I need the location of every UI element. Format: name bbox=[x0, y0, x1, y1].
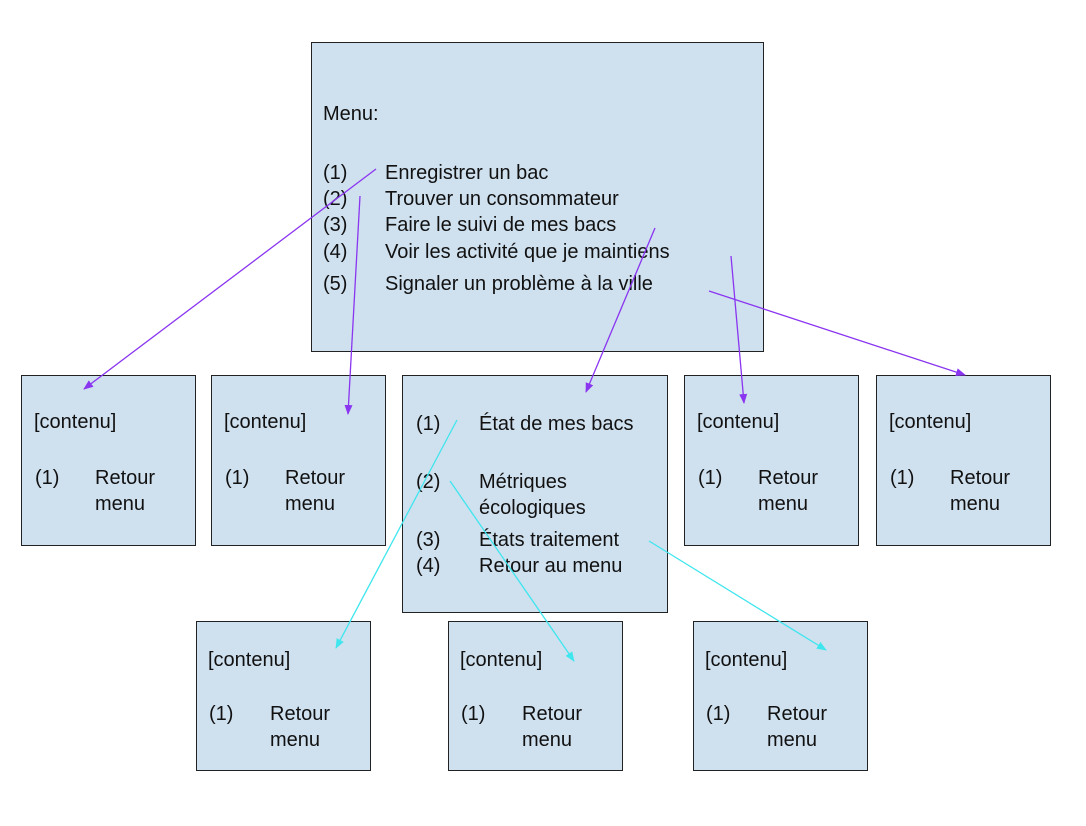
submenu-item-etats-traitement[interactable]: États traitement bbox=[479, 529, 620, 551]
main-menu-title: Menu: bbox=[323, 103, 379, 125]
back-to-menu-link[interactable]: Retour menu bbox=[95, 467, 156, 515]
submenu-num-1[interactable]: (1) bbox=[416, 413, 441, 435]
submenu-num-2[interactable]: (2) bbox=[416, 471, 441, 493]
back-num[interactable]: (1) bbox=[225, 467, 250, 489]
content-box-consommateur: [contenu] (1) Retour menu bbox=[211, 375, 386, 546]
menu-item-suivi-de-mes-bacs[interactable]: Faire le suivi de mes bacs bbox=[385, 214, 617, 236]
menu-item-enregistrer-un-bac[interactable]: Enregistrer un bac bbox=[385, 162, 549, 184]
submenu-num-3[interactable]: (3) bbox=[416, 529, 441, 551]
submenu-item-metriques-ecologiques[interactable]: Métriques écologiques bbox=[479, 471, 586, 519]
main-menu-box: Menu: (1) Enregistrer un bac (2) Trouver… bbox=[311, 42, 764, 352]
back-num[interactable]: (1) bbox=[706, 703, 731, 725]
back-num[interactable]: (1) bbox=[35, 467, 60, 489]
content-box-enregistrer: [contenu] (1) Retour menu bbox=[21, 375, 196, 546]
submenu-box-suivi: (1) État de mes bacs (2) Métriques écolo… bbox=[402, 375, 668, 613]
content-placeholder: [contenu] bbox=[208, 649, 291, 671]
back-num[interactable]: (1) bbox=[461, 703, 486, 725]
content-placeholder: [contenu] bbox=[460, 649, 543, 671]
content-box-metriques: [contenu] (1) Retour menu bbox=[448, 621, 623, 771]
content-box-activites: [contenu] (1) Retour menu bbox=[684, 375, 859, 546]
content-box-etat-bacs: [contenu] (1) Retour menu bbox=[196, 621, 371, 771]
submenu-item-etat-de-mes-bacs[interactable]: État de mes bacs bbox=[479, 413, 634, 435]
menu-item-num-1[interactable]: (1) bbox=[323, 162, 348, 184]
content-box-traitement: [contenu] (1) Retour menu bbox=[693, 621, 868, 771]
back-num[interactable]: (1) bbox=[698, 467, 723, 489]
back-num[interactable]: (1) bbox=[209, 703, 234, 725]
back-to-menu-link[interactable]: Retour menu bbox=[767, 703, 828, 751]
back-to-menu-link[interactable]: Retour menu bbox=[950, 467, 1011, 515]
menu-item-num-3[interactable]: (3) bbox=[323, 214, 348, 236]
back-to-menu-link[interactable]: Retour menu bbox=[758, 467, 819, 515]
back-to-menu-link[interactable]: Retour menu bbox=[270, 703, 331, 751]
submenu-item-retour-au-menu[interactable]: Retour au menu bbox=[479, 555, 623, 577]
menu-item-num-5[interactable]: (5) bbox=[323, 273, 348, 295]
content-placeholder: [contenu] bbox=[697, 411, 780, 433]
menu-item-signaler-un-probleme[interactable]: Signaler un problème à la ville bbox=[385, 273, 653, 295]
content-placeholder: [contenu] bbox=[34, 411, 117, 433]
content-placeholder: [contenu] bbox=[889, 411, 972, 433]
menu-item-activites-maintenues[interactable]: Voir les activité que je maintiens bbox=[385, 241, 670, 263]
content-box-signaler: [contenu] (1) Retour menu bbox=[876, 375, 1051, 546]
content-placeholder: [contenu] bbox=[224, 411, 307, 433]
back-to-menu-link[interactable]: Retour menu bbox=[522, 703, 583, 751]
menu-item-trouver-un-consommateur[interactable]: Trouver un consommateur bbox=[385, 188, 619, 210]
back-to-menu-link[interactable]: Retour menu bbox=[285, 467, 346, 515]
menu-item-num-2[interactable]: (2) bbox=[323, 188, 348, 210]
menu-item-num-4[interactable]: (4) bbox=[323, 241, 348, 263]
submenu-num-4[interactable]: (4) bbox=[416, 555, 441, 577]
back-num[interactable]: (1) bbox=[890, 467, 915, 489]
content-placeholder: [contenu] bbox=[705, 649, 788, 671]
